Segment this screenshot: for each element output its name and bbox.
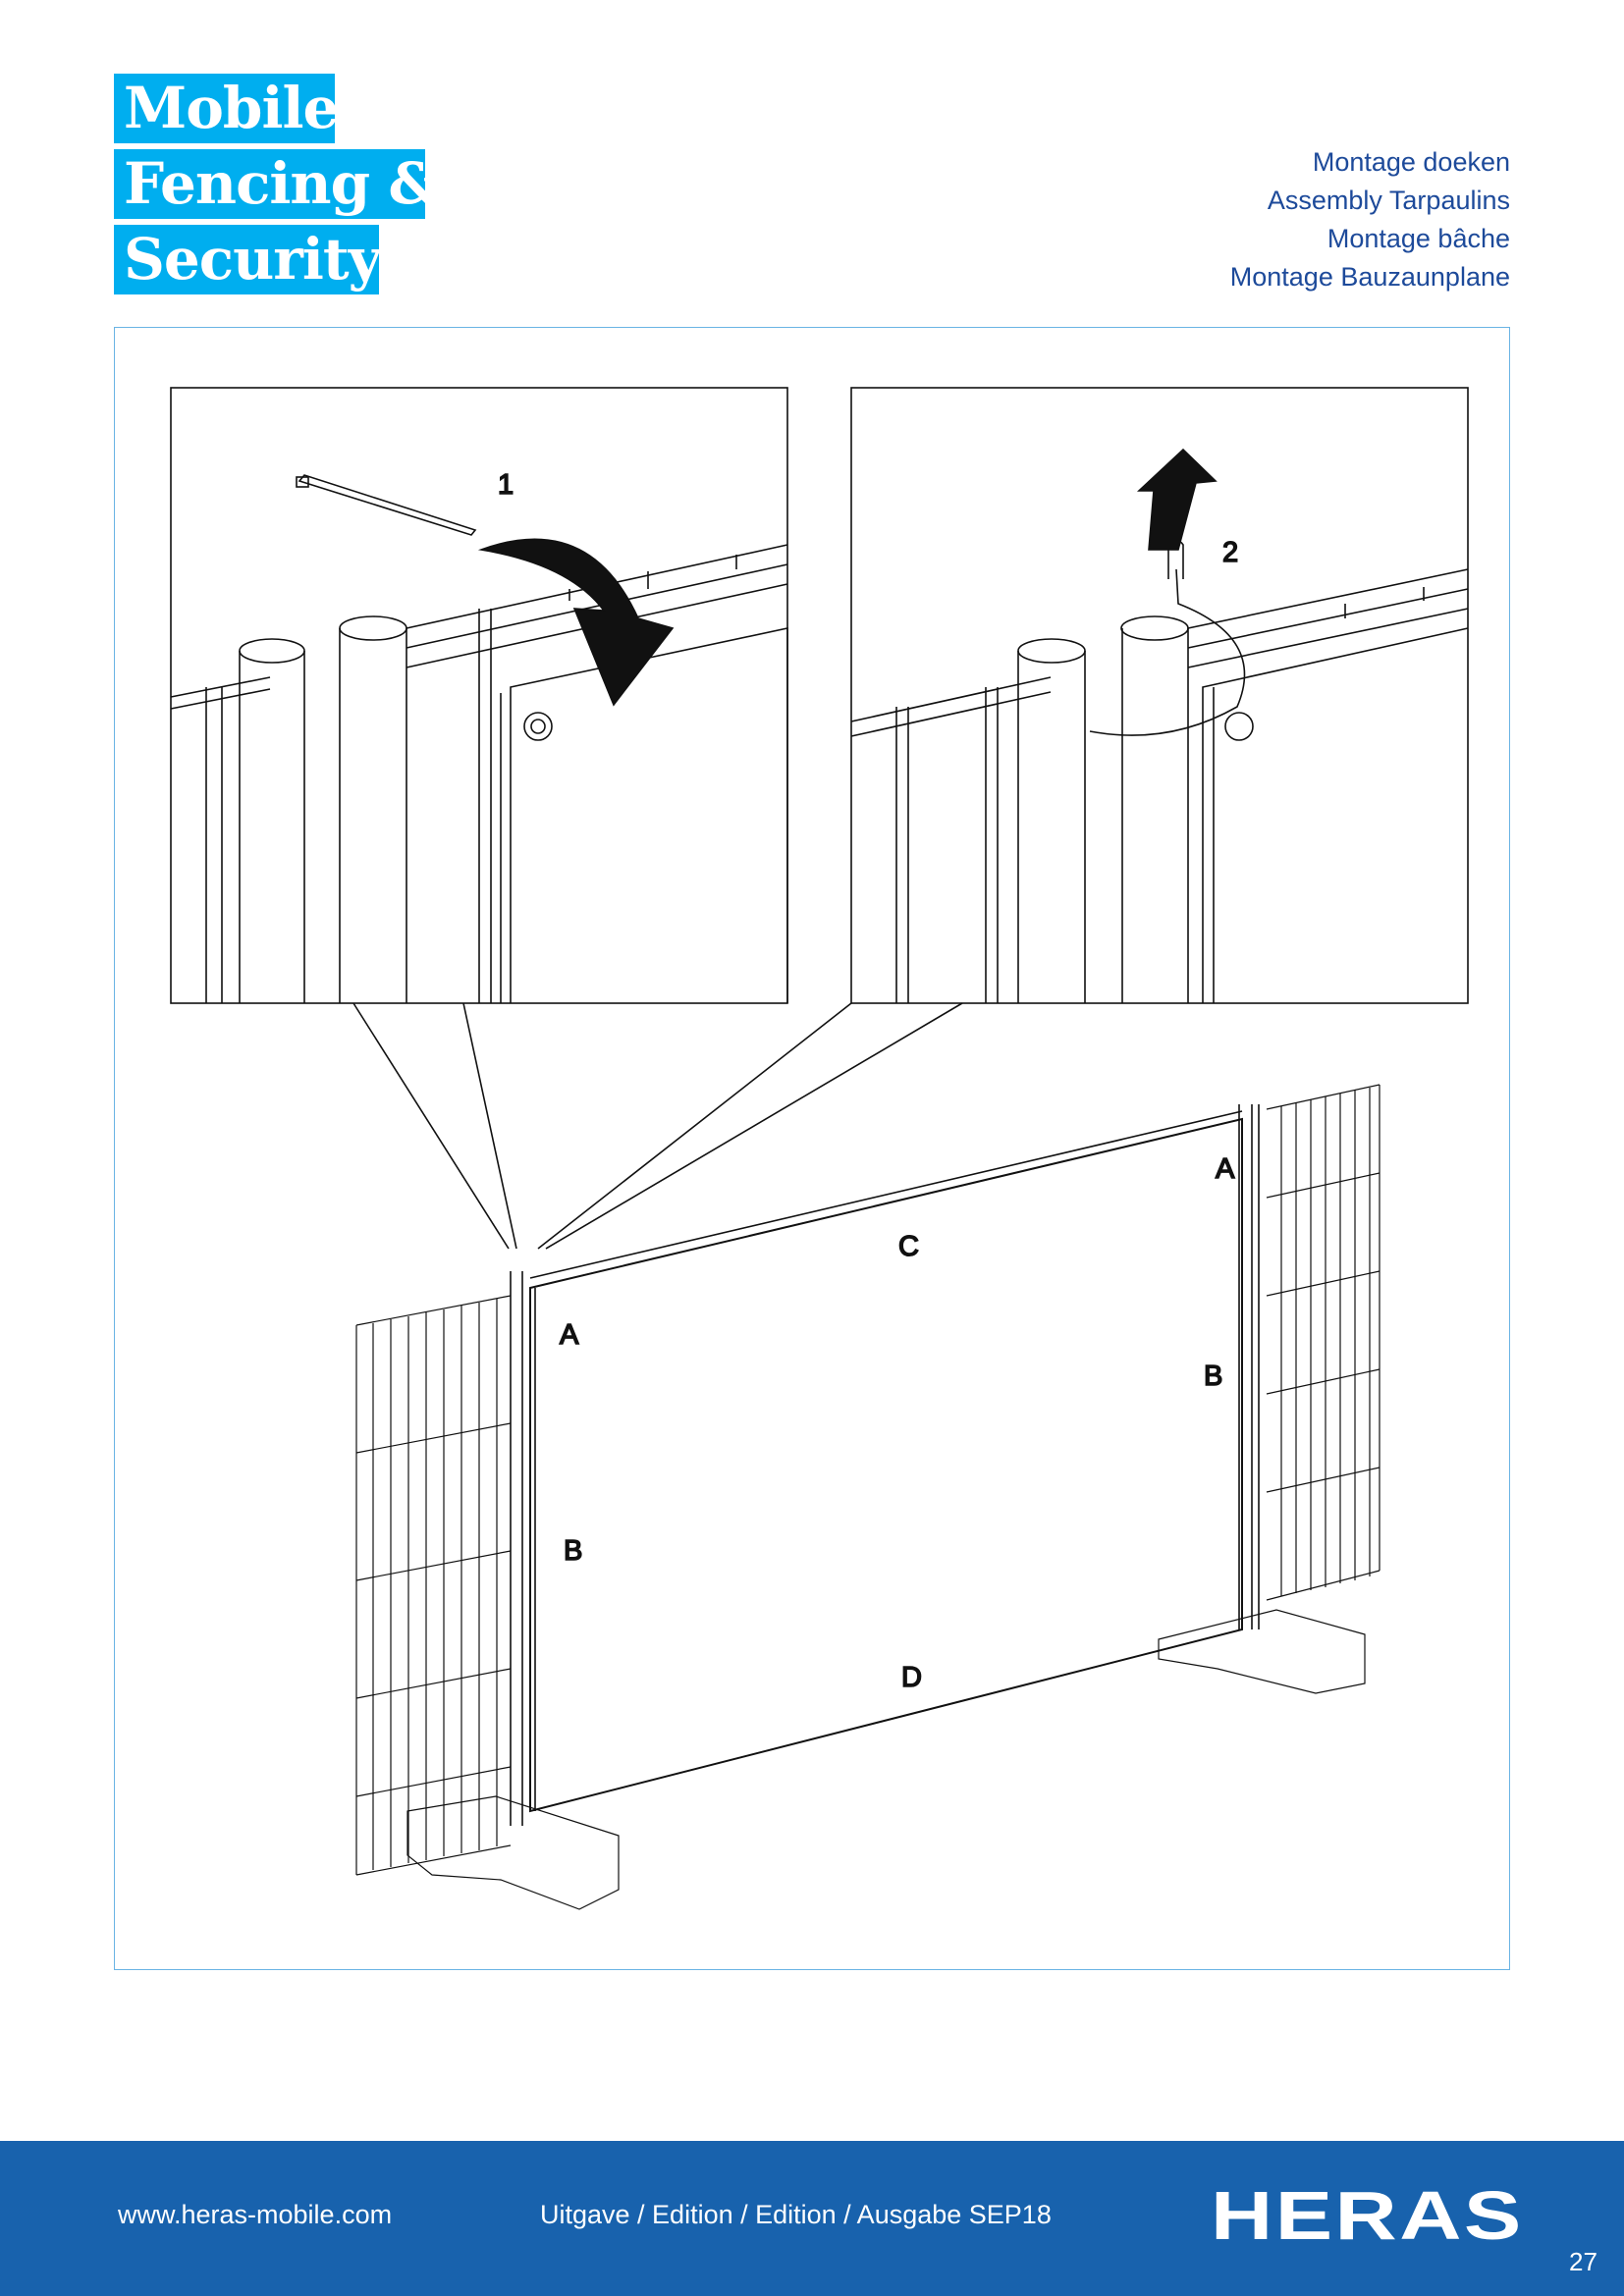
website-link[interactable]: www.heras-mobile.com <box>118 2200 393 2229</box>
page-number: 27 <box>1569 2247 1597 2276</box>
detail-panel-1 <box>170 387 788 1004</box>
title-dutch: Montage doeken <box>1312 147 1510 177</box>
brand-title-line-3: Security <box>114 225 381 294</box>
document-titles: Montage doeken Assembly Tarpaulins Monta… <box>1230 143 1510 296</box>
label-d: D <box>901 1662 922 1693</box>
title-french: Montage bâche <box>1326 224 1510 253</box>
step-1-label: 1 <box>498 469 514 501</box>
heras-logo: HERAS <box>1211 2181 1521 2250</box>
brand-title-line-1: Mobile <box>114 74 339 143</box>
illustration-frame <box>114 327 1510 1970</box>
main-fence-drawing <box>355 1084 1380 1910</box>
brand-title-line-2: Fencing & <box>114 149 440 219</box>
label-a-left: A <box>560 1319 579 1351</box>
label-b-left: B <box>564 1535 582 1567</box>
label-b-right: B <box>1204 1361 1222 1392</box>
label-a-right: A <box>1216 1153 1235 1185</box>
leader-lines <box>352 1002 963 1250</box>
step-2-label: 2 <box>1222 537 1238 568</box>
edition-text: Uitgave / Edition / Edition / Ausgabe SE… <box>540 2200 1052 2229</box>
footer: www.heras-mobile.com Uitgave / Edition /… <box>0 2141 1624 2296</box>
heras-logo-text: HERAS <box>1211 2177 1524 2254</box>
title-german: Montage Bauzaunplane <box>1229 262 1510 292</box>
detail-panel-2 <box>850 387 1469 1004</box>
label-c: C <box>898 1231 919 1262</box>
title-english: Assembly Tarpaulins <box>1267 186 1510 215</box>
